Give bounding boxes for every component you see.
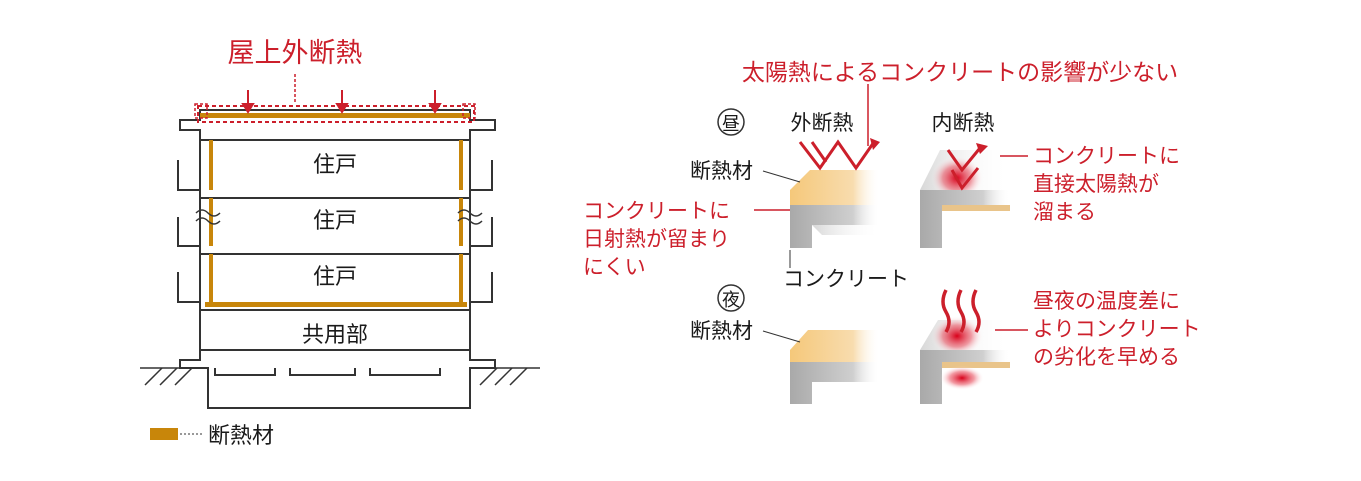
unit-label-1: 住戸 xyxy=(313,153,357,178)
heat-waves xyxy=(941,289,981,333)
day-circle xyxy=(717,108,745,136)
insulation-label-day: 断熱材 xyxy=(690,159,753,183)
insulation-layer xyxy=(200,113,470,307)
outer-night-block xyxy=(790,330,880,404)
legend-swatch xyxy=(150,428,178,440)
unit-label-2: 住戸 xyxy=(313,209,357,234)
inner-day-note-line2: 直接太陽熱が xyxy=(1033,172,1159,196)
unit-label-3: 住戸 xyxy=(313,265,357,290)
legend-label: 断熱材 xyxy=(208,424,274,449)
sun-note: 太陽熱によるコンクリートの影響が少ない xyxy=(742,60,1178,86)
roof-insulation-outline xyxy=(197,105,475,123)
outer-insulation-heading: 外断熱 xyxy=(791,111,854,135)
outer-day-note-line3: にくい xyxy=(583,255,646,279)
ground-hatch xyxy=(140,367,540,386)
inner-day-note-line1: コンクリートに xyxy=(1033,144,1180,168)
inner-night-block xyxy=(920,316,1010,404)
outer-day-block xyxy=(790,170,880,248)
common-area-label: 共用部 xyxy=(302,323,368,348)
roof-arrows xyxy=(241,90,442,114)
break-marks xyxy=(195,209,483,225)
night-circle xyxy=(717,284,745,312)
insulation-label-night: 断熱材 xyxy=(690,319,753,343)
outer-day-note-line2: 日射熱が留まり xyxy=(583,227,730,251)
inner-night-note-line1: 昼夜の温度差に xyxy=(1033,289,1180,313)
roof-insulation-title: 屋上外断熱 xyxy=(228,38,363,69)
inner-day-note-line3: 溜まる xyxy=(1033,200,1096,224)
inner-night-note-line2: よりコンクリート xyxy=(1033,317,1201,341)
inner-night-note-line3: の劣化を早める xyxy=(1033,345,1180,369)
night-mark: 夜 xyxy=(722,290,740,311)
inner-insulation-heading: 内断熱 xyxy=(932,111,995,135)
day-mark: 昼 xyxy=(722,114,740,135)
sun-rays xyxy=(798,139,982,191)
concrete-label: コンクリート xyxy=(783,267,909,291)
outer-day-note-line1: コンクリートに xyxy=(583,199,730,223)
